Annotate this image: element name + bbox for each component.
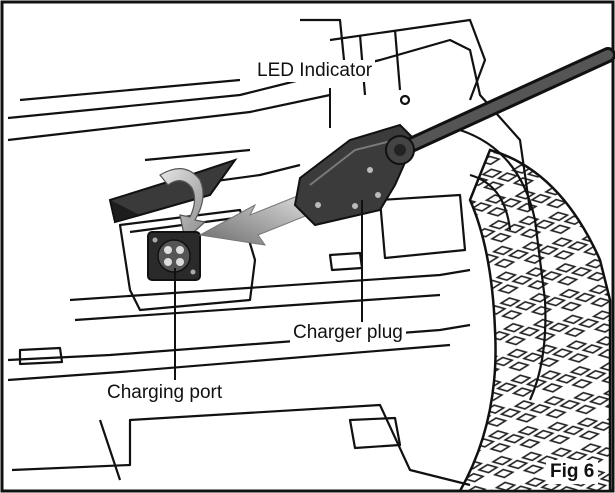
figure-number: Fig 6 — [546, 460, 599, 484]
charger-plug-body — [293, 47, 615, 227]
rotate-arrow — [159, 168, 207, 242]
insert-arrow — [198, 194, 309, 246]
charging-port-socket — [147, 231, 201, 281]
label-led-indicator: LED Indicator — [254, 60, 376, 82]
label-charging-port: Charging port — [104, 382, 226, 404]
tire — [457, 148, 612, 493]
machine-body — [7, 18, 547, 487]
leader-lines — [174, 88, 363, 380]
label-charger-plug: Charger plug — [290, 322, 406, 344]
